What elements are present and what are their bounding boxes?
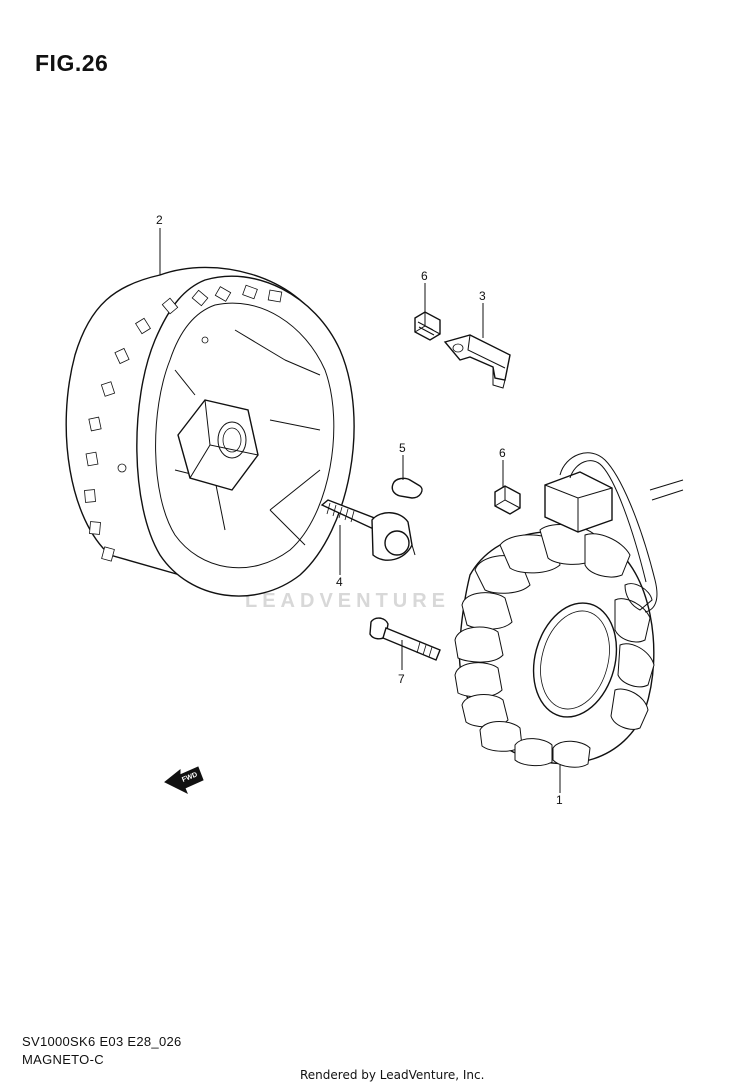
fwd-arrow-icon: FWD bbox=[164, 766, 204, 795]
part-bracket[interactable] bbox=[443, 334, 511, 389]
part-rotor[interactable] bbox=[65, 266, 355, 597]
part-screw-upper[interactable] bbox=[414, 311, 441, 341]
part-bolt[interactable] bbox=[320, 499, 416, 561]
part-stator-bolt[interactable] bbox=[369, 617, 441, 661]
callout-4: 4 bbox=[336, 575, 343, 589]
leader-lines bbox=[159, 228, 561, 793]
part-key[interactable] bbox=[391, 477, 423, 499]
watermark-text: LEADVENTURE bbox=[245, 590, 451, 612]
render-credit: Rendered by LeadVenture, Inc. bbox=[300, 1068, 485, 1082]
callout-6-upper: 6 bbox=[421, 269, 428, 283]
callout-1: 1 bbox=[556, 793, 563, 807]
part-screw-lower[interactable] bbox=[494, 485, 521, 515]
callout-5: 5 bbox=[399, 441, 406, 455]
model-code: SV1000SK6 E03 E28_026 bbox=[22, 1034, 182, 1049]
callout-7: 7 bbox=[398, 672, 405, 686]
callout-2: 2 bbox=[156, 213, 163, 227]
callout-6-lower: 6 bbox=[499, 446, 506, 460]
callout-3: 3 bbox=[479, 289, 486, 303]
section-name: MAGNETO-C bbox=[22, 1052, 104, 1067]
figure-title: FIG.26 bbox=[35, 50, 109, 76]
part-stator[interactable] bbox=[454, 452, 684, 768]
